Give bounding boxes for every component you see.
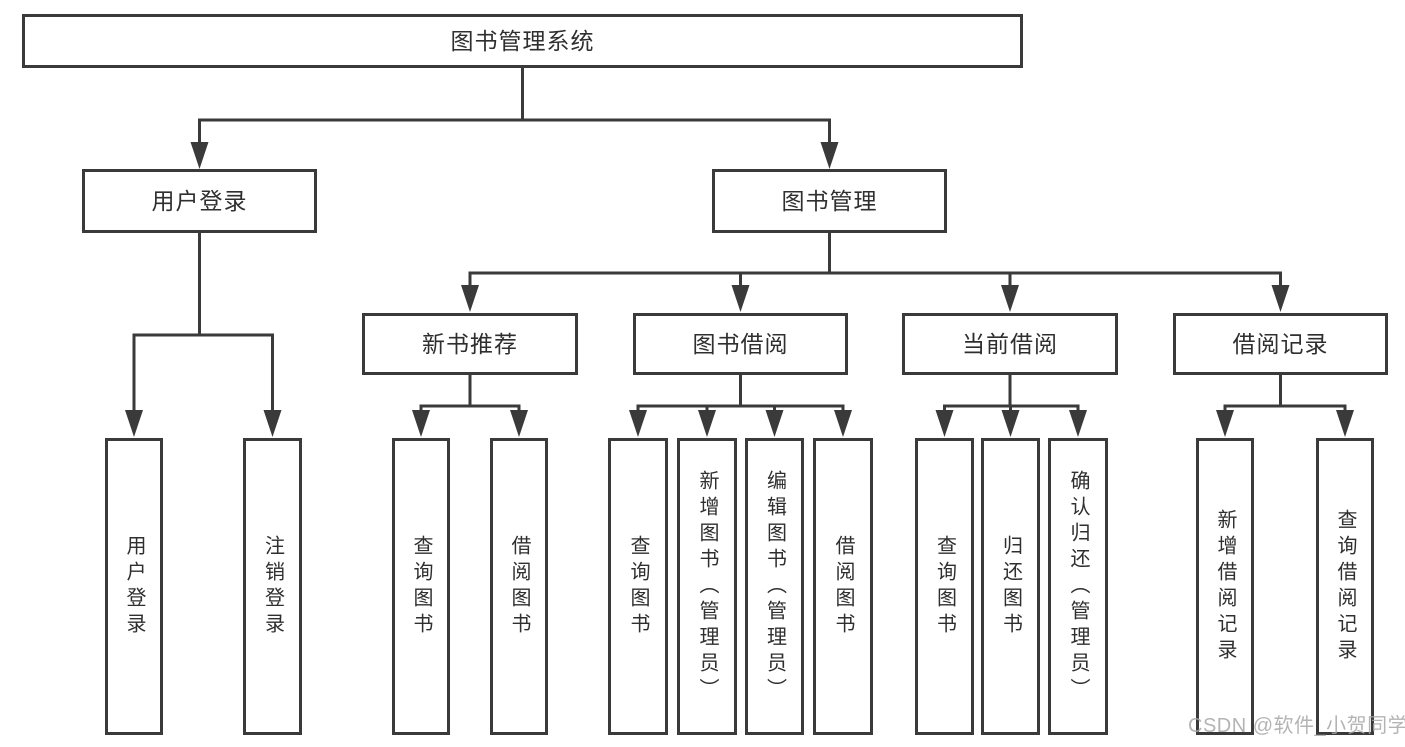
node-confirm-return-admin: 确认归还（管理员） (1048, 438, 1108, 735)
watermark-text: CSDN @软件_小贺同学 (1188, 715, 1405, 737)
node-label-user-login-action: 用户登录 (123, 534, 145, 639)
node-label-edit-books-admin: 编辑图书（管理员） (763, 469, 786, 704)
node-label-add-books-admin: 新增图书（管理员） (696, 469, 718, 704)
node-label-user-login: 用户登录 (151, 187, 248, 214)
node-label-new-book-recommendation: 新书推荐 (422, 330, 518, 357)
node-label-logout-action: 注销登录 (261, 534, 284, 639)
node-return-books: 归还图书 (981, 438, 1040, 735)
node-logout-action: 注销登录 (243, 438, 302, 735)
node-label-add-borrow-record: 新增借阅记录 (1214, 508, 1236, 665)
node-label-borrow-books-borrowing: 借阅图书 (832, 534, 854, 639)
node-label-borrow-books-recommend: 借阅图书 (508, 534, 530, 639)
node-add-borrow-record: 新增借阅记录 (1196, 438, 1254, 735)
node-label-query-books-borrowing: 查询图书 (627, 534, 649, 639)
node-book-management: 图书管理 (712, 169, 947, 233)
node-root: 图书管理系统 (22, 14, 1023, 68)
node-query-books-recommend: 查询图书 (392, 438, 450, 735)
node-label-query-books-recommend: 查询图书 (410, 534, 432, 639)
node-user-login-action: 用户登录 (105, 438, 163, 735)
node-label-book-management: 图书管理 (781, 187, 878, 214)
node-label-confirm-return-admin: 确认归还（管理员） (1067, 469, 1089, 704)
node-borrowing-records: 借阅记录 (1173, 313, 1388, 375)
node-label-return-books: 归还图书 (999, 534, 1022, 639)
node-new-book-recommendation: 新书推荐 (362, 313, 578, 375)
node-label-borrowing-records: 借阅记录 (1232, 330, 1329, 357)
node-label-query-books-current: 查询图书 (933, 534, 956, 639)
node-edit-books-admin: 编辑图书（管理员） (745, 438, 804, 735)
node-label-root: 图书管理系统 (450, 27, 595, 54)
node-label-current-borrowing: 当前借阅 (962, 330, 1058, 357)
node-label-book-borrowing: 图书借阅 (692, 330, 789, 357)
node-query-books-current: 查询图书 (915, 438, 974, 735)
node-borrow-books-borrowing: 借阅图书 (813, 438, 873, 735)
node-query-books-borrowing: 查询图书 (608, 438, 668, 735)
node-book-borrowing: 图书借阅 (633, 313, 848, 375)
node-borrow-books-recommend: 借阅图书 (490, 438, 548, 735)
node-add-books-admin: 新增图书（管理员） (677, 438, 737, 735)
node-current-borrowing: 当前借阅 (902, 313, 1118, 375)
node-label-query-borrow-record: 查询借阅记录 (1334, 508, 1356, 665)
node-query-borrow-record: 查询借阅记录 (1316, 438, 1374, 735)
node-user-login: 用户登录 (82, 169, 317, 233)
